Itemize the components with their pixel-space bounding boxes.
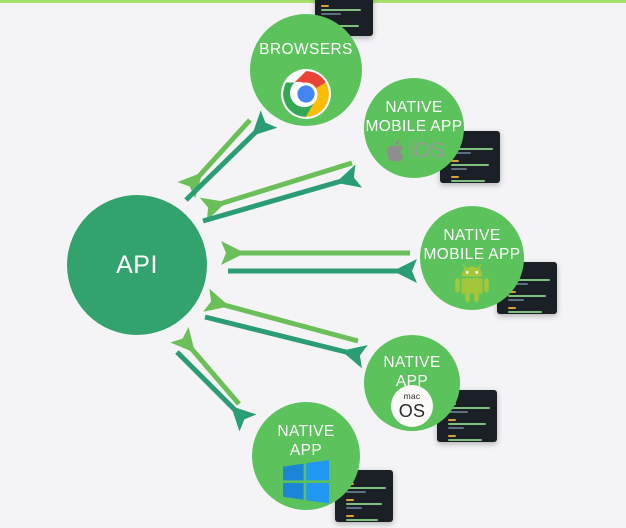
- node-browsers[interactable]: BROWSERS: [250, 14, 362, 126]
- apple-logo-icon: [386, 140, 404, 162]
- node-api-label: API: [116, 250, 158, 279]
- arrow-pair-windows: [170, 326, 257, 432]
- node-api[interactable]: API: [67, 195, 207, 335]
- arrow-api-to-windows: [175, 350, 257, 432]
- arrow-pair-browsers: [177, 110, 278, 202]
- arrow-api-to-ios: [202, 164, 363, 224]
- node-native-mobile-android-label: NATIVE MOBILE APP: [423, 227, 521, 264]
- node-native-mobile-ios[interactable]: NATIVE MOBILE APP iOS: [364, 78, 464, 178]
- chrome-icon: [278, 66, 334, 122]
- node-native-app-windows[interactable]: NATIVE APP: [252, 402, 360, 510]
- node-native-mobile-ios-label: NATIVE MOBILE APP: [365, 99, 463, 136]
- arrow-pair-macos: [203, 288, 368, 369]
- arrow-api-to-macos: [204, 314, 368, 369]
- apple-ios-icon: iOS: [384, 136, 446, 166]
- android-icon: [453, 262, 491, 304]
- arrow-windows-to-api: [170, 326, 241, 406]
- arrow-ios-to-api: [199, 160, 353, 221]
- arrow-api-to-browsers: [184, 110, 278, 202]
- macos-badge-line2: OS: [398, 400, 426, 421]
- top-accent-rule: [0, 0, 626, 3]
- arrow-macos-to-api: [203, 288, 359, 344]
- node-browsers-label: BROWSERS: [259, 41, 353, 58]
- node-native-app-macos[interactable]: NATIVE APP mac OS: [364, 335, 460, 431]
- windows-icon: [282, 459, 330, 505]
- macos-icon: mac OS: [391, 385, 433, 427]
- arrow-pair-ios: [199, 160, 363, 224]
- node-native-app-windows-label: NATIVE APP: [277, 423, 335, 460]
- macos-badge-line1: mac: [403, 391, 421, 402]
- arrow-pair-android: [220, 240, 418, 284]
- arrow-browsers-to-api: [177, 118, 252, 199]
- ios-text-label: iOS: [409, 139, 445, 162]
- node-native-mobile-android[interactable]: NATIVE MOBILE APP: [420, 206, 524, 310]
